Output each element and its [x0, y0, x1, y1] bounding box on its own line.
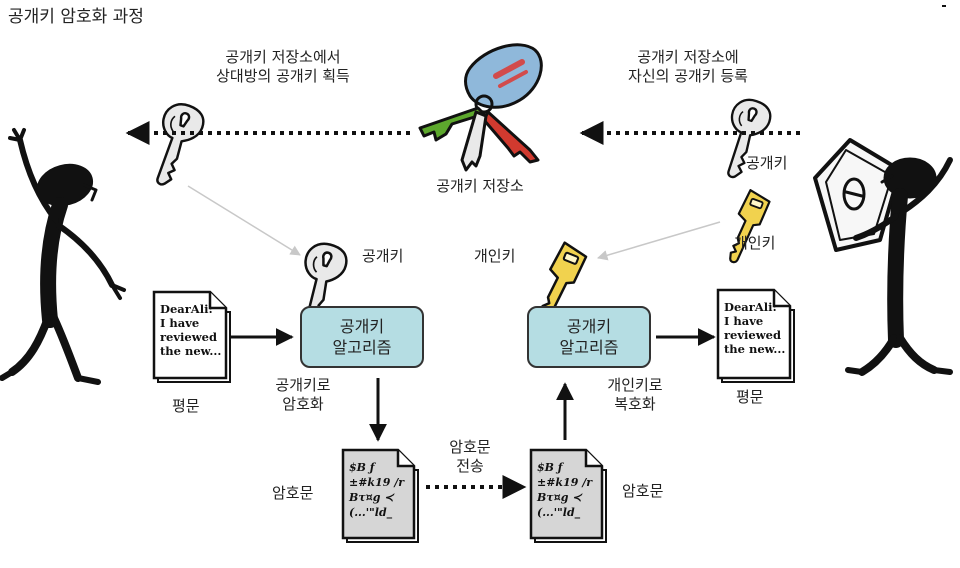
ciphertext-label-left: 암호문	[272, 484, 314, 502]
plaintext-right-content: DearAli: I have reviewed the new...	[724, 300, 786, 356]
receiver-figure	[813, 138, 953, 376]
private-key-label-center: 개인키	[474, 247, 516, 265]
plaintext-label-right: 평문	[736, 388, 764, 406]
plaintext-document-right	[716, 288, 795, 383]
acquired-public-key-icon	[140, 97, 209, 193]
grey-arrow-private-key	[596, 221, 721, 261]
decryption-algorithm-box: 공개키 알고리즘	[527, 306, 651, 368]
ciphertext-label-right: 암호문	[622, 482, 664, 500]
grey-arrow-public-key	[187, 185, 301, 256]
private-key-icon-right	[721, 187, 773, 268]
ciphertext-left-content: $B ƒ ±#k19 /r Bτ¤g ≺ (...'"ld_	[349, 461, 405, 519]
public-key-store-icon	[418, 43, 543, 172]
ciphertext-document-left	[341, 448, 419, 543]
encryption-algorithm-box: 공개키 알고리즘	[300, 306, 424, 368]
private-key-label-right: 개인키	[734, 234, 776, 252]
ciphertext-transfer-label: 암호문 전송	[449, 438, 491, 475]
public-key-store-label: 공개키 저장소	[436, 177, 524, 195]
plaintext-left-content: DearAli: I have reviewed the new...	[160, 302, 222, 358]
encrypt-with-public-key-label: 공개키로 암호화	[275, 376, 331, 413]
decrypt-with-private-key-label: 개인키로 복호화	[607, 376, 663, 413]
plaintext-document-left	[152, 290, 231, 383]
public-key-label-right: 공개키	[746, 154, 788, 172]
sender-figure	[0, 128, 126, 385]
diagram-title: 공개키 암호화 과정	[8, 7, 144, 27]
public-key-label-center: 공개키	[362, 247, 404, 265]
register-public-key-label: 공개키 저장소에 자신의 공개키 등록	[628, 48, 748, 85]
plaintext-label-left: 평문	[172, 397, 200, 415]
acquire-public-key-label: 공개키 저장소에서 상대방의 공개키 획득	[216, 48, 350, 85]
ciphertext-document-right	[529, 448, 607, 543]
ciphertext-right-content: $B ƒ ±#k19 /r Bτ¤g ≺ (...'"ld_	[537, 461, 593, 519]
